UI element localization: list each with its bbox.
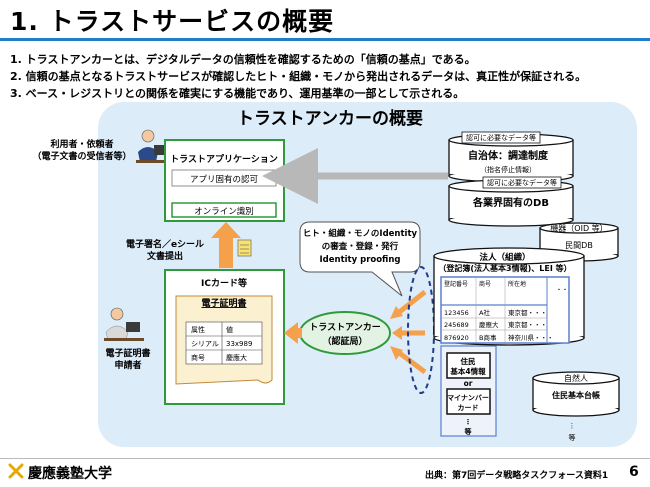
natural-etc: 等 — [569, 433, 576, 442]
page-number: 6 — [629, 464, 639, 480]
corp-cell: A社 — [479, 308, 490, 317]
resident-box1-line2: 基本4情報 — [449, 366, 486, 376]
resident-box-1 — [446, 352, 491, 379]
registry-to-anchor-arrows — [390, 290, 427, 375]
identity-line3: Identity proofing — [320, 255, 401, 265]
corp-cell: 東京都・・・ — [508, 320, 547, 329]
cert-cell: 慶應大 — [226, 353, 247, 362]
resident-box1-line1: 住民 — [461, 356, 476, 366]
db2-main: 各業界固有のDB — [472, 196, 549, 209]
corp-cell: 123456 — [444, 309, 469, 317]
identity-line1: ヒト・組織・モノのIdentity — [303, 228, 418, 239]
anchor-line1: トラストアンカー — [309, 322, 380, 333]
corp-cell: 神奈川県・・・ — [508, 333, 554, 342]
cert-title: 電子証明書 — [201, 297, 246, 309]
corp-title-2: （登記簿(法人基本3情報)、LEI 等） — [438, 263, 571, 273]
esign-label-line2: 文書提出 — [146, 250, 183, 262]
bullet-3: 3. ベース・レジストリとの関係を確実にする機能であり、運用基準の一部として示さ… — [10, 87, 465, 100]
applicant-label-line2: 申請者 — [114, 359, 141, 371]
natural-main: 住民基本台帳 — [552, 390, 600, 400]
resident-box2-line2: カード — [458, 404, 479, 412]
oid-main: 民間DB — [565, 241, 593, 250]
db1-main: 自治体：調達制度 — [468, 149, 549, 162]
corp-cell: B商事 — [479, 333, 497, 342]
user-person-icon — [136, 129, 170, 163]
db-municipal: 認可に必要なデータ等 自治体：調達制度 （指名停止情報） — [448, 131, 574, 183]
keio-pen-logo-icon — [8, 463, 24, 479]
university-name: 慶應義塾大学 — [28, 466, 112, 482]
document-icon — [237, 239, 252, 257]
identity-line2: の審査・登録・発行 — [322, 241, 399, 252]
resident-etc: 等 — [464, 427, 472, 436]
online-id-label: オンライン識別 — [194, 206, 254, 217]
applicant-person-icon — [104, 307, 144, 341]
identity-callout — [299, 221, 421, 297]
corp-cell: 245689 — [444, 321, 469, 329]
dashed-bracket — [407, 266, 435, 394]
user-label-line1: 利用者・依頼者 — [49, 138, 113, 150]
cert-table: 属性 値 シリアル 33x989 商号 慶應大 — [185, 321, 263, 365]
app-auth-label: アプリ固有の認可 — [190, 174, 259, 185]
db1-sub: （指名停止情報） — [480, 165, 536, 174]
corp-cell: 慶應大 — [479, 320, 499, 329]
corp-cell: 東京都・・・ — [508, 308, 547, 317]
resident-vdots: ⋮ — [465, 418, 472, 426]
ic-to-app-arrow — [211, 222, 241, 268]
trust-app-title: トラストアプリケーション — [170, 153, 278, 165]
bullet-list: 1. トラストアンカーとは、デジタルデータの信頼性を確認するための「信頼の基点」… — [10, 51, 646, 102]
corp-header: 商号 — [479, 280, 491, 288]
db2-tag: 認可に必要なデータ等 — [487, 178, 557, 187]
resident-box-2 — [446, 388, 491, 415]
db-natural-person: 自然人 住民基本台帳 — [532, 371, 620, 417]
online-id-box — [171, 202, 277, 218]
resident-box2-line1: マイナンバー — [447, 394, 489, 402]
cert-cell: 商号 — [191, 353, 205, 362]
corp-cell: 876920 — [444, 334, 469, 342]
db-industry: 認可に必要なデータ等 各業界固有のDB — [448, 176, 574, 227]
bullet-1: 1. トラストアンカーとは、デジタルデータの信頼性を確認するための「信頼の基点」… — [10, 53, 476, 66]
anchor-to-ic-arrow — [284, 322, 302, 344]
natural-tag: 自然人 — [564, 373, 588, 383]
oid-tag: 機器（OID 等） — [550, 223, 607, 233]
natural-vdots: ⋮ — [569, 422, 576, 430]
applicant-label-line1: 電子証明書 — [105, 347, 150, 359]
cert-cell: 33x989 — [226, 340, 252, 348]
footer-rule — [0, 458, 650, 459]
anchor-line2: （認証局） — [322, 335, 367, 347]
diagram-heading: トラストアンカーの概要 — [237, 108, 423, 129]
resident-or: or — [464, 379, 473, 388]
db1-tag: 認可に必要なデータ等 — [466, 133, 536, 142]
corp-dots: ・・ — [556, 287, 568, 294]
title-rule — [0, 38, 650, 41]
corp-header: 登記番号 — [444, 280, 468, 288]
corp-table: 登記番号 商号 所在地 ・・ 123456 A社 東京都・・・ 245689 慶… — [440, 276, 570, 344]
trust-anchor-node — [299, 311, 391, 355]
db-corporate: 法人（組織） （登記簿(法人基本3情報)、LEI 等） 登記番号 商号 所在地 … — [433, 247, 585, 346]
esign-label-line1: 電子署名／eシール — [126, 238, 204, 250]
corp-header: 所在地 — [508, 280, 526, 288]
ic-card-title: ICカード等 — [201, 277, 247, 289]
cert-cell: 属性 — [191, 325, 205, 334]
corp-title-1: 法人（組織） — [479, 252, 530, 263]
cert-cell: 値 — [226, 325, 233, 334]
bullet-2: 2. 信頼の基点となるトラストサービスが確認したヒト・組織・モノから発出されるデ… — [10, 70, 587, 83]
source-citation: 出典：第7回データ戦略タスクフォース資料1 — [425, 471, 609, 481]
page-title: 1. トラストサービスの概要 — [10, 7, 335, 36]
user-label-line2: （電子文書の受信者等） — [32, 150, 131, 162]
cert-cell: シリアル — [191, 340, 219, 348]
